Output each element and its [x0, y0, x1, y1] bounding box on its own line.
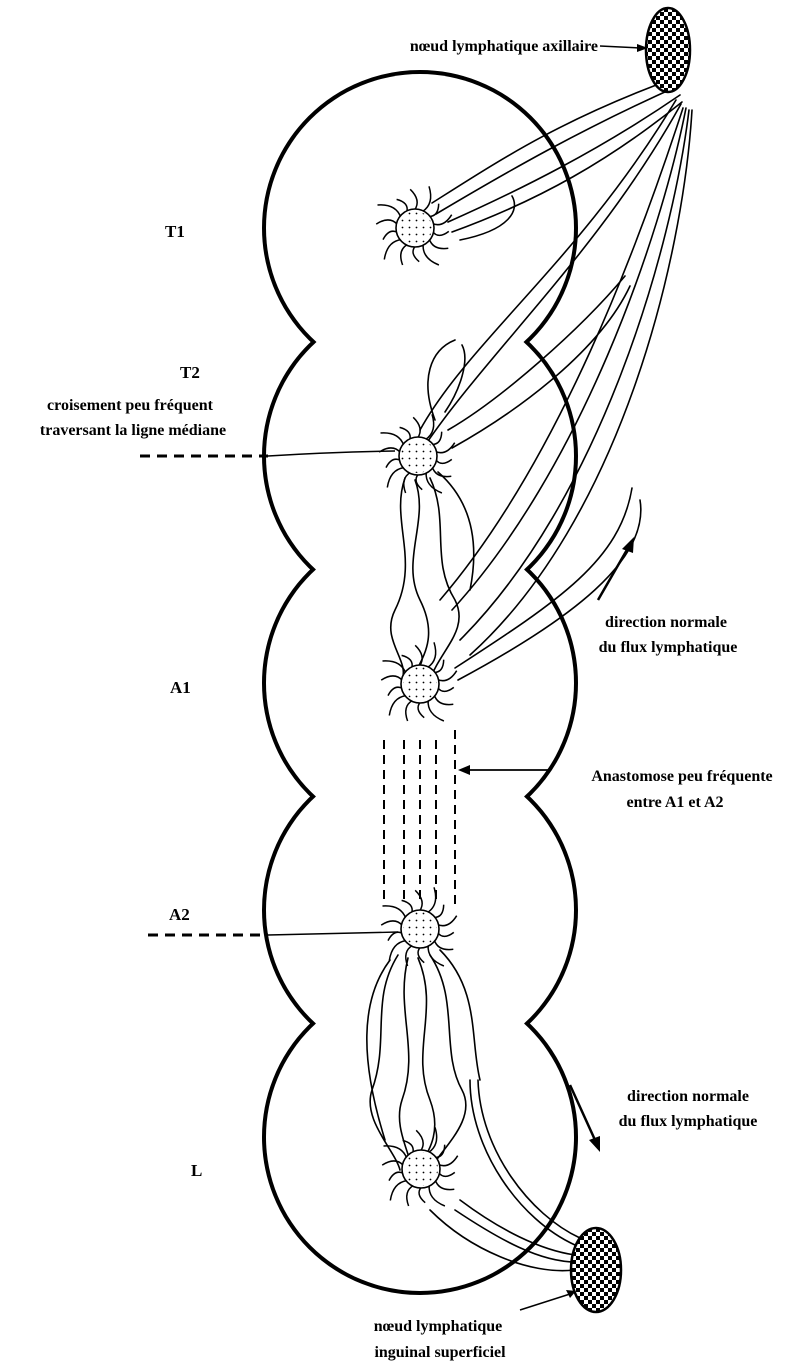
- segment-label-t2: T2: [180, 363, 200, 382]
- flow-down-label-line1: direction normale: [627, 1088, 749, 1105]
- crossing-label-line1: croisement peu fréquent: [47, 397, 214, 414]
- segment-label-a2: A2: [169, 905, 190, 924]
- segment-label-t1: T1: [165, 222, 185, 241]
- inguinal-lymph-node: [571, 1228, 621, 1312]
- axillary-node-label: nœud lymphatique axillaire: [410, 38, 598, 55]
- lymph-centre-stipple: [403, 667, 437, 701]
- segment-label-a1: A1: [170, 678, 191, 697]
- flow-down-label-line2: du flux lymphatique: [619, 1113, 758, 1130]
- inguinal-label-line1: nœud lymphatique: [374, 1318, 503, 1335]
- anastomose-label-line1: Anastomose peu fréquente: [591, 768, 772, 785]
- flow-up-label-line2: du flux lymphatique: [599, 639, 738, 656]
- flow-down-arrowhead: [589, 1136, 600, 1152]
- flow-up-label-line1: direction normale: [605, 614, 727, 631]
- axillary-lymph-node: [646, 8, 690, 92]
- lymph-centre-stipple: [401, 439, 435, 473]
- anastomose-label-line2: entre A1 et A2: [626, 794, 723, 811]
- inguinal-label-line2: inguinal superficiel: [374, 1344, 506, 1361]
- segment-label-l: L: [191, 1161, 202, 1180]
- crossing-label-line2: traversant la ligne médiane: [40, 422, 226, 439]
- lymph-centre-stipple: [404, 1152, 438, 1186]
- flow-up-arrowhead: [622, 537, 634, 553]
- lymph-centre-stipple: [398, 211, 432, 245]
- flow-up-arrow-shaft: [598, 548, 628, 600]
- lymph-centre-stipple: [403, 912, 437, 946]
